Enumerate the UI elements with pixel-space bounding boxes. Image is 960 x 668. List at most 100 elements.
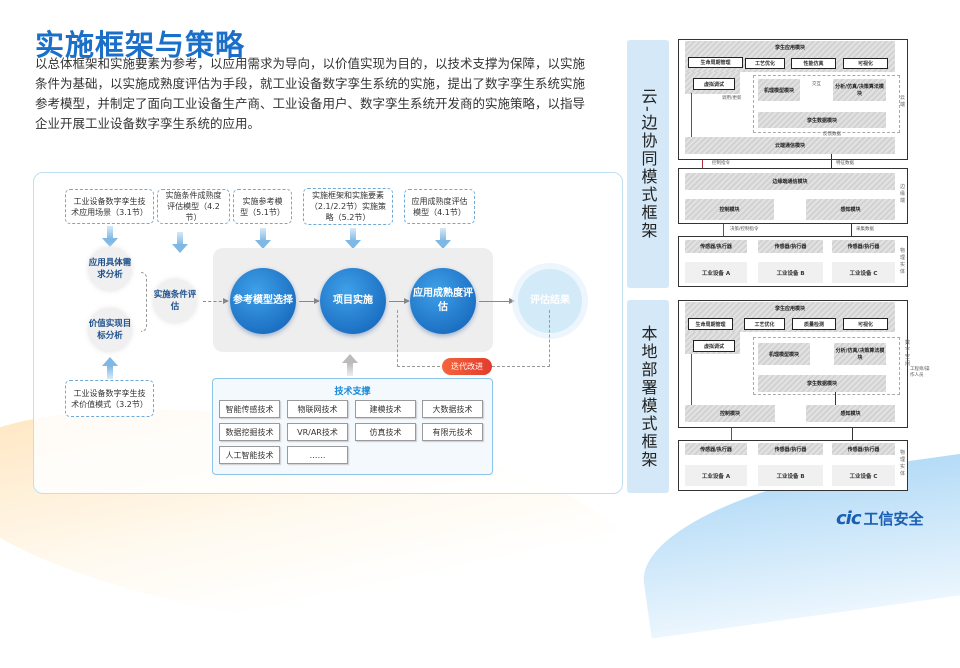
tech-item: 有限元技术 (422, 423, 483, 441)
arrow-down-icon (172, 232, 188, 262)
sensor-b: 传感器/执行器 (758, 240, 823, 253)
intro-paragraph: 以总体框架和实施要素为参考，以应用需求为导向，以价值实现为目的，以技术支撑为保障… (35, 56, 586, 131)
device-a: 工业设备 A (685, 465, 747, 486)
arrow-down-icon (255, 228, 271, 250)
data-line (831, 154, 832, 168)
sensor-b: 传感器/执行器 (758, 443, 823, 455)
ref-box: 实施参考模型（5.1节） (233, 189, 292, 224)
tier-edge: 边缘端 (899, 184, 905, 204)
control-line (723, 224, 724, 236)
tech-item: 物联网技术 (287, 400, 348, 418)
app-process: 工艺优化 (745, 58, 785, 69)
step-maturity-evaluation: 应用成熟度评估 (410, 268, 476, 334)
device-c: 工业设备 C (832, 262, 895, 283)
bracket (141, 272, 147, 332)
app-visual: 可视化 (843, 58, 888, 69)
logo-text: 工信安全 (863, 510, 924, 528)
sensor-c: 传感器/执行器 (832, 240, 895, 253)
model-region (753, 337, 900, 395)
analysis-module: 分析/仿真/决策算法模块 (833, 79, 886, 101)
tech-item: …… (287, 446, 348, 464)
control-module: 控制模块 (685, 405, 775, 422)
needs-analysis-node: 应用具体需求分析 (88, 247, 132, 291)
operator-label: 工程师/操作人员 (910, 367, 930, 378)
evaluation-result-node: 评估结果 (518, 269, 582, 333)
twin-data-module: 孪生数据模块 (758, 112, 886, 128)
ref-box: 应用成熟度评估模型（4.1节） (404, 189, 475, 224)
note-collect: 采集数据 (856, 227, 874, 232)
logo-mark: cic (836, 508, 861, 529)
tech-item: VR/AR技术 (287, 423, 348, 441)
tier-cloud: 云端 (899, 95, 905, 108)
arrow-right-icon (389, 297, 410, 304)
data-line (852, 428, 853, 440)
tech-item: 大数据技术 (422, 400, 483, 418)
arrow-up-icon (342, 354, 358, 376)
app-visual: 可视化 (843, 318, 888, 330)
arrow-down-icon (102, 226, 118, 248)
control-line (691, 93, 692, 137)
note-ctrl2: 决策/控制指令 (730, 227, 759, 232)
virtual-debug: 虚拟调试 (693, 78, 735, 90)
mechanism-model: 机理模型模块 (758, 79, 800, 101)
tech-support-box: 技术支撑 智能传感技术 物联网技术 建模技术 大数据技术 数据挖掘技术 VR/A… (212, 378, 493, 475)
arrow-down-icon (435, 228, 451, 250)
tech-item: 数据挖掘技术 (219, 423, 280, 441)
sense-module: 感知模块 (806, 199, 895, 220)
tech-support-title: 技术支撑 (334, 387, 371, 397)
analysis-module: 分析/仿真/决策算法模块 (834, 343, 886, 365)
condition-evaluation-node: 实施条件评估 (153, 279, 197, 323)
control-line (731, 428, 732, 440)
step-model-selection: 参考模型选择 (230, 268, 296, 334)
control-line (691, 354, 692, 405)
note-control: 控制指令 (712, 161, 730, 166)
sensor-a: 传感器/执行器 (685, 443, 747, 455)
app-simulation: 性能仿真 (791, 58, 836, 69)
note-feature: 特征数据 (836, 161, 854, 166)
sensor-c: 传感器/执行器 (832, 443, 895, 455)
device-a: 工业设备 A (685, 262, 747, 283)
tier-digital: 数字空间 (904, 340, 910, 367)
device-b: 工业设备 B (758, 262, 823, 283)
tier-physical: 物理实体 (899, 248, 905, 275)
app-lifecycle: 生命周期管理 (688, 318, 733, 330)
arrow-right-icon (479, 297, 515, 304)
note-feedback: 反馈数据 (823, 132, 841, 137)
data-line (835, 392, 836, 405)
virtual-debug: 虚拟调试 (693, 340, 735, 352)
model-region (753, 75, 900, 133)
edge-comm-module: 边缘端通信模块 (685, 173, 895, 190)
brand-logo: cic 工信安全 (836, 508, 924, 529)
cloud-edge-label-text: 云-边协同模式框架 (638, 88, 658, 240)
app-lifecycle: 生命周期管理 (688, 57, 743, 68)
arrow-right-icon (299, 297, 320, 304)
local-deploy-label-text: 本地部署模式框架 (638, 324, 658, 469)
app-quality: 质量检测 (792, 318, 836, 330)
arrow-up-icon (102, 357, 118, 379)
tech-item: 仿真技术 (355, 423, 416, 441)
ref-box: 实施条件成熟度评估模型（4.2节） (157, 189, 230, 224)
arrow-down-icon (345, 228, 361, 250)
mechanism-model: 机理模型模块 (758, 343, 810, 365)
tech-item: 人工智能技术 (219, 446, 280, 464)
control-module: 控制模块 (685, 199, 774, 220)
cloud-comm-module: 云端通信模块 (685, 137, 895, 154)
step-project-implementation: 项目实施 (320, 268, 386, 334)
cloud-edge-label: 云-边协同模式框架 (627, 40, 669, 288)
data-line (851, 224, 852, 236)
ref-box: 实施框架和实施要素（2.1/2.2节）实施策略（5.2节） (303, 188, 393, 225)
sensor-a: 传感器/执行器 (685, 240, 747, 253)
sense-module: 感知模块 (806, 405, 895, 422)
ref-box: 工业设备数字孪生技术应用场景（3.1节） (65, 189, 154, 224)
iterate-badge: 迭代改进 (442, 358, 492, 375)
tech-item: 建模技术 (355, 400, 416, 418)
arrow-right-icon (203, 297, 229, 304)
control-line (702, 160, 703, 168)
local-deploy-label: 本地部署模式框架 (627, 300, 669, 493)
tech-item: 智能传感技术 (219, 400, 280, 418)
value-analysis-node: 价值实现目标分析 (88, 308, 132, 352)
page-title: 实施框架与策略 (35, 28, 246, 62)
device-b: 工业设备 B (758, 465, 823, 486)
device-c: 工业设备 C (832, 465, 895, 486)
app-process: 工艺优化 (744, 318, 785, 330)
